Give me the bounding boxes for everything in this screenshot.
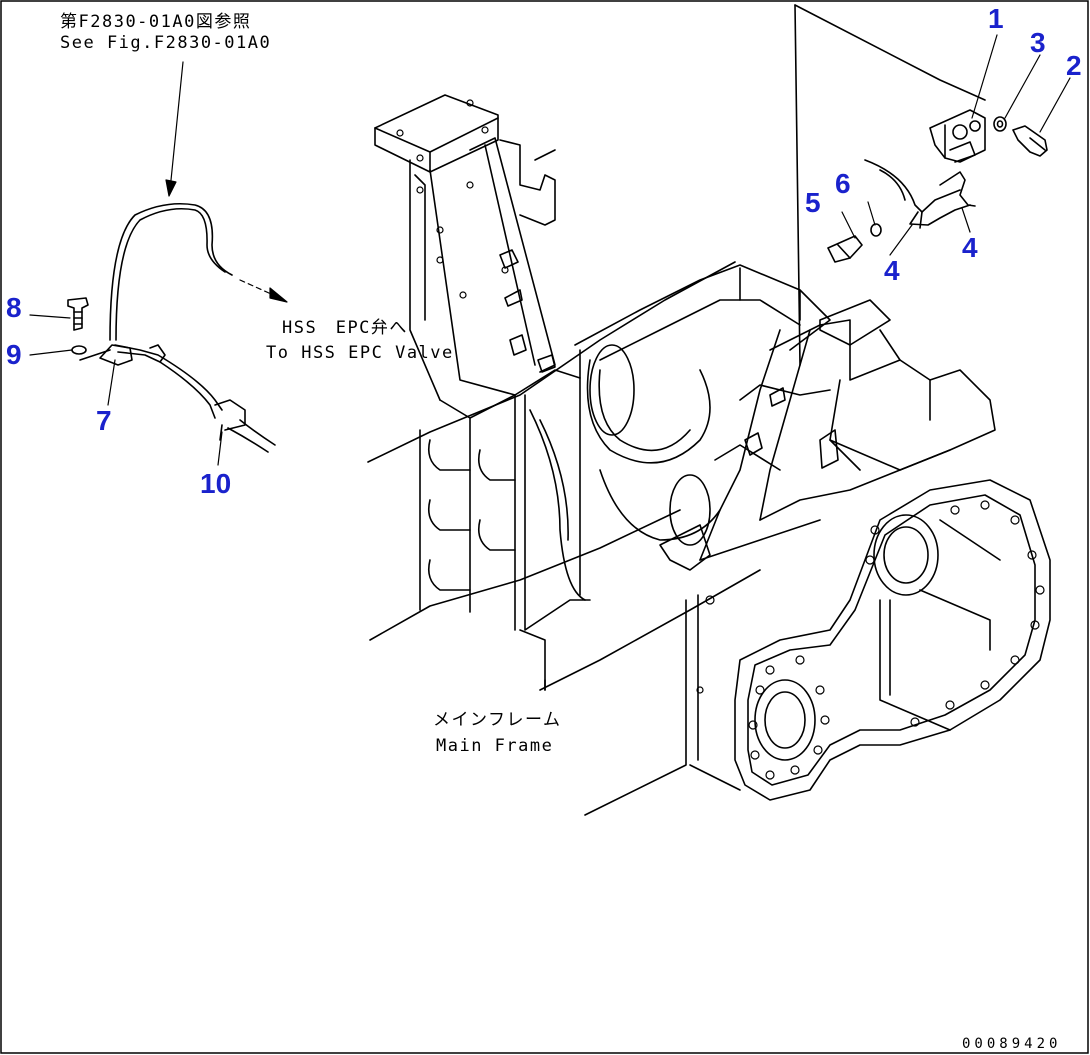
washer-3 [993,116,1007,132]
callout-1: 1 [988,3,1004,34]
callout-4-left: 4 [884,255,900,286]
upright-post [374,94,581,419]
switch-assembly [794,4,1048,366]
leader-lines [29,34,1071,466]
see-fig-en-label: See Fig.F2830-01A0 [60,33,271,53]
right-bracket [659,319,851,571]
callout-10: 10 [200,468,231,499]
main-frame [367,261,1051,816]
frame-jp-label: メインフレーム [433,710,561,730]
callout-2: 2 [1066,50,1082,81]
reference-arrows [165,61,288,303]
valve-jp-label: HSS EPC弁へ [282,318,408,338]
frame-en-label: Main Frame [436,736,553,756]
callout-3: 3 [1030,27,1046,58]
callout-9: 9 [6,339,22,370]
callout-5: 5 [805,187,821,218]
callout-8: 8 [6,292,22,323]
see-fig-jp-label: 第F2830-01A0図参照 [60,12,251,32]
washer-6 [870,223,882,237]
bolt-8 [67,297,89,331]
callout-6: 6 [835,168,851,199]
valve-en-label: To HSS EPC Valve [266,343,454,363]
drawing-number: 00089420 [962,1036,1061,1052]
callout-7: 7 [96,405,112,436]
bolt-5 [827,235,863,263]
callout-4-right: 4 [962,232,978,263]
bolt-2 [1012,125,1048,157]
washer-9 [71,345,87,355]
wiring-harness [67,202,276,453]
